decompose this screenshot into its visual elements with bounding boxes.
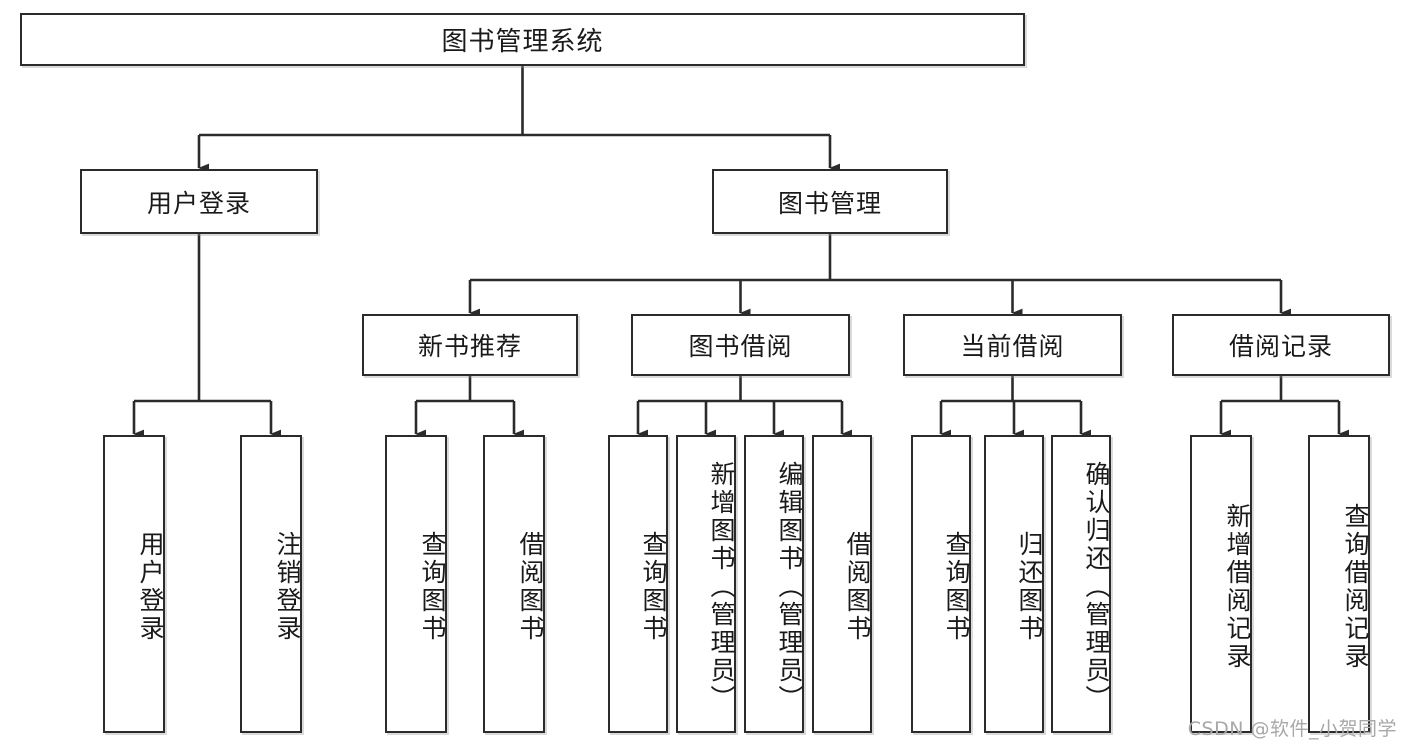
node-user-login[interactable]: 用户登录 (80, 169, 318, 234)
node-current-borrow[interactable]: 当前借阅 (903, 314, 1122, 376)
node-leaf-logout[interactable]: 注销登录 (240, 435, 302, 733)
node-leaf-query-record[interactable]: 查询借阅记录 (1308, 435, 1370, 733)
node-label: 图书管理系统 (441, 27, 604, 57)
node-leaf-return-book[interactable]: 归还图书 (984, 435, 1044, 733)
node-label: 用户登录 (136, 531, 165, 643)
node-book-manage[interactable]: 图书管理 (712, 169, 948, 234)
node-label: 查询图书 (639, 531, 668, 643)
node-book-borrow[interactable]: 图书借阅 (631, 314, 850, 376)
node-label: 借阅记录 (1228, 332, 1333, 361)
node-leaf-edit-book[interactable]: 编辑图书（管理员） (744, 435, 804, 733)
node-label: 图书借阅 (688, 332, 793, 361)
node-label: 查询图书 (418, 531, 447, 643)
watermark: CSDN @软件_小贺同学 (1187, 718, 1397, 740)
node-label: 确认归还（管理员） (1082, 461, 1111, 713)
node-leaf-borrow-book-b[interactable]: 借阅图书 (812, 435, 872, 733)
node-label: 图书管理 (777, 188, 882, 218)
node-leaf-confirm-return[interactable]: 确认归还（管理员） (1051, 435, 1111, 733)
node-label: 借阅图书 (516, 531, 545, 643)
node-leaf-user-login[interactable]: 用户登录 (103, 435, 165, 733)
node-leaf-query-book-b[interactable]: 查询图书 (608, 435, 668, 733)
node-leaf-add-book[interactable]: 新增图书（管理员） (676, 435, 736, 733)
node-leaf-add-record[interactable]: 新增借阅记录 (1190, 435, 1252, 733)
node-label: 注销登录 (273, 531, 302, 643)
node-label: 新书推荐 (417, 332, 522, 361)
node-new-book-recommend[interactable]: 新书推荐 (362, 314, 578, 376)
node-label: 新增借阅记录 (1223, 503, 1252, 671)
node-label: 借阅图书 (843, 531, 872, 643)
node-label: 编辑图书（管理员） (775, 461, 804, 713)
node-leaf-borrow-book-a[interactable]: 借阅图书 (483, 435, 545, 733)
node-label: 归还图书 (1015, 531, 1044, 643)
node-label: 查询图书 (942, 531, 971, 643)
node-label: 新增图书（管理员） (707, 461, 736, 713)
node-label: 当前借阅 (960, 332, 1065, 361)
node-label: 用户登录 (146, 188, 251, 218)
node-label: 查询借阅记录 (1341, 503, 1370, 671)
node-root[interactable]: 图书管理系统 (20, 13, 1025, 66)
node-leaf-query-book-a[interactable]: 查询图书 (385, 435, 447, 733)
node-leaf-query-book-c[interactable]: 查询图书 (911, 435, 971, 733)
node-borrow-record[interactable]: 借阅记录 (1172, 314, 1390, 376)
